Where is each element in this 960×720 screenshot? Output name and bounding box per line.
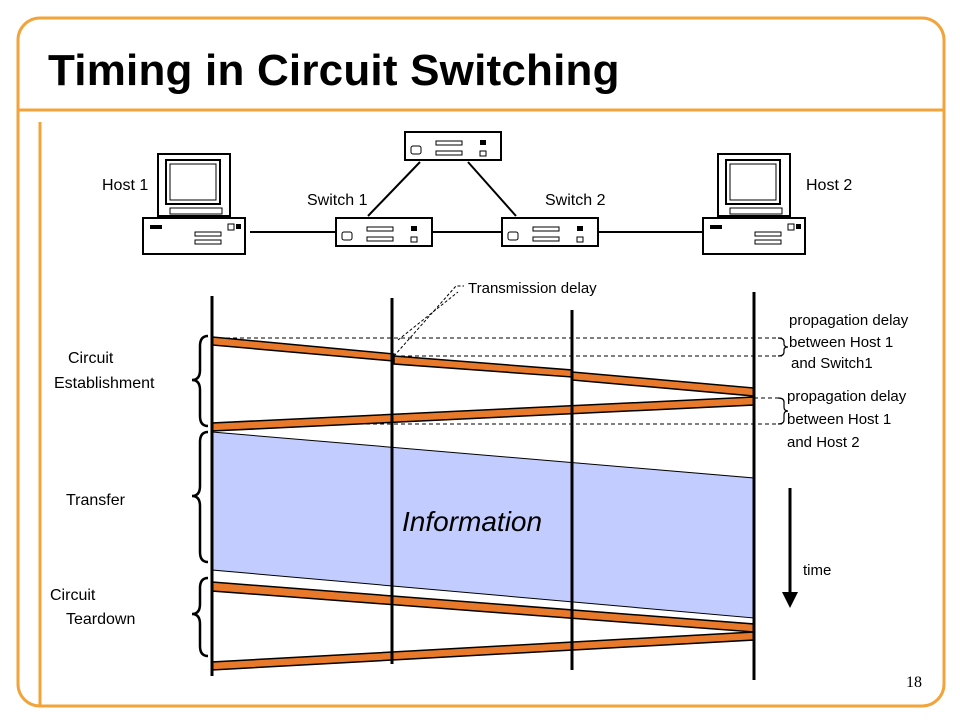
- host1-label: Host 1: [102, 177, 149, 194]
- phase-establishment-line1: Circuit: [68, 350, 114, 367]
- top-switch-icon: [404, 131, 502, 161]
- brace-teardown: [191, 576, 209, 658]
- brace-transfer: [191, 430, 209, 564]
- phase-transfer: Transfer: [66, 492, 125, 509]
- prop-delay-2-line3: and Host 2: [787, 434, 860, 451]
- bracket-prop-delay-2: [777, 397, 789, 425]
- prop-delay-2-line1: propagation delay: [787, 388, 907, 405]
- page-number: 18: [906, 674, 922, 691]
- setup-signal-seg3: [571, 371, 755, 397]
- slide-title: Timing in Circuit Switching: [48, 46, 620, 95]
- ack-signal: [211, 396, 755, 432]
- time-arrow-head-icon: [782, 592, 798, 608]
- transmission-delay-callout-1: [393, 285, 464, 357]
- switch1-icon: [335, 217, 433, 247]
- phase-establishment-line2: Establishment: [54, 375, 155, 392]
- switch2-icon: [501, 217, 599, 247]
- phase-teardown-line1: Circuit: [50, 587, 96, 604]
- teardown-ack-signal: [211, 631, 755, 671]
- information-label: Information: [402, 506, 543, 537]
- switch2-label: Switch 2: [545, 192, 606, 209]
- link-switch2-top: [467, 161, 517, 217]
- slide-frame: [16, 16, 946, 708]
- bracket-prop-delay-1: [777, 337, 789, 357]
- setup-signal-seg1: [211, 336, 395, 362]
- brace-establishment: [191, 334, 209, 428]
- link-switch1-top: [367, 161, 421, 217]
- transmission-delay-callout-2: [397, 291, 459, 341]
- transmission-delay-label: Transmission delay: [468, 280, 597, 297]
- prop-delay-1-line2: between Host 1: [789, 334, 894, 351]
- host1-computer-icon: [142, 153, 246, 255]
- prop-delay-1-line3: and Switch1: [791, 355, 873, 372]
- host2-label: Host 2: [806, 177, 853, 194]
- setup-signal-seg2: [393, 355, 573, 378]
- prop-delay-2-line2: between Host 1: [787, 411, 892, 428]
- phase-teardown-line2: Teardown: [66, 611, 136, 628]
- prop-delay-1-line1: propagation delay: [789, 312, 909, 329]
- switch1-label: Switch 1: [307, 192, 368, 209]
- host2-computer-icon: [702, 153, 806, 255]
- time-label: time: [803, 562, 832, 579]
